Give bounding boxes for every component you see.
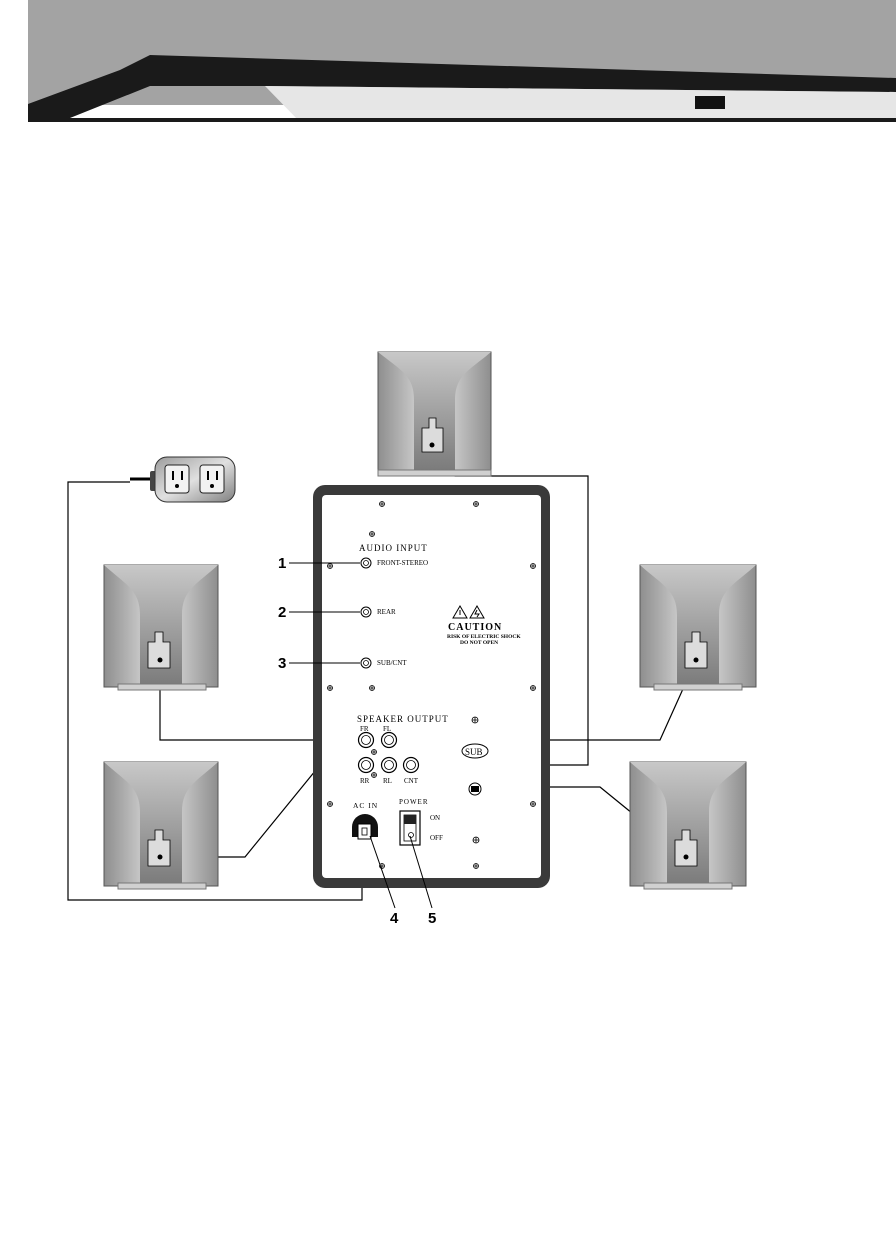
speaker-front-left: [639, 564, 757, 691]
fl-jack: [380, 731, 398, 749]
callout-1: 1: [278, 555, 286, 572]
power-switch: [399, 810, 421, 846]
callout-4: 4: [390, 910, 399, 927]
sub-cnt-jack: [360, 657, 372, 669]
header-band: [28, 0, 896, 122]
ac-in-label: AC IN: [353, 801, 378, 810]
rl-jack: [380, 756, 398, 774]
caution-title: CAUTION: [448, 622, 502, 633]
caution-icons: [452, 605, 485, 619]
power-label: POWER: [399, 798, 429, 806]
audio-input-label: AUDIO INPUT: [359, 543, 428, 553]
caution-line1: RISK OF ELECTRIC SHOCK: [447, 634, 521, 640]
cnt-jack: [402, 756, 420, 774]
rl-label: RL: [383, 777, 392, 785]
front-stereo-jack: [360, 557, 372, 569]
cert-mark-icon: [468, 782, 482, 796]
ac-in-socket: [352, 814, 378, 840]
callout-3: 3: [278, 655, 286, 672]
cnt-label: CNT: [404, 777, 419, 785]
fr-label: FR: [360, 725, 369, 733]
caution-line2: DO NOT OPEN: [460, 640, 498, 646]
callout-5: 5: [428, 910, 436, 927]
sub-badge: [461, 743, 489, 759]
rr-jack: [357, 756, 375, 774]
callout-leaders: [289, 562, 433, 909]
subwoofer-panel: AUDIO INPUT FRONT-STEREO REAR SUB/CNT CA…: [313, 485, 550, 888]
rear-jack: [360, 606, 372, 618]
rear-label: REAR: [377, 608, 396, 616]
on-label: ON: [430, 814, 440, 822]
off-label: OFF: [430, 834, 443, 842]
speaker-rear-left: [629, 761, 747, 890]
fr-jack: [357, 731, 375, 749]
speaker-rear-right: [103, 761, 219, 890]
page-number-box: [695, 96, 725, 109]
rr-label: RR: [360, 777, 370, 785]
sub-badge-label: SUB: [465, 747, 483, 757]
callout-2: 2: [278, 604, 286, 621]
speaker-output-label: SPEAKER OUTPUT: [357, 714, 449, 724]
fl-label: FL: [383, 725, 391, 733]
sub-cnt-label: SUB/CNT: [377, 659, 407, 667]
front-stereo-label: FRONT-STEREO: [377, 559, 428, 567]
screws: [327, 501, 536, 869]
speaker-center: [377, 351, 492, 477]
speaker-front-right: [103, 564, 219, 691]
wall-outlet: [130, 456, 236, 503]
